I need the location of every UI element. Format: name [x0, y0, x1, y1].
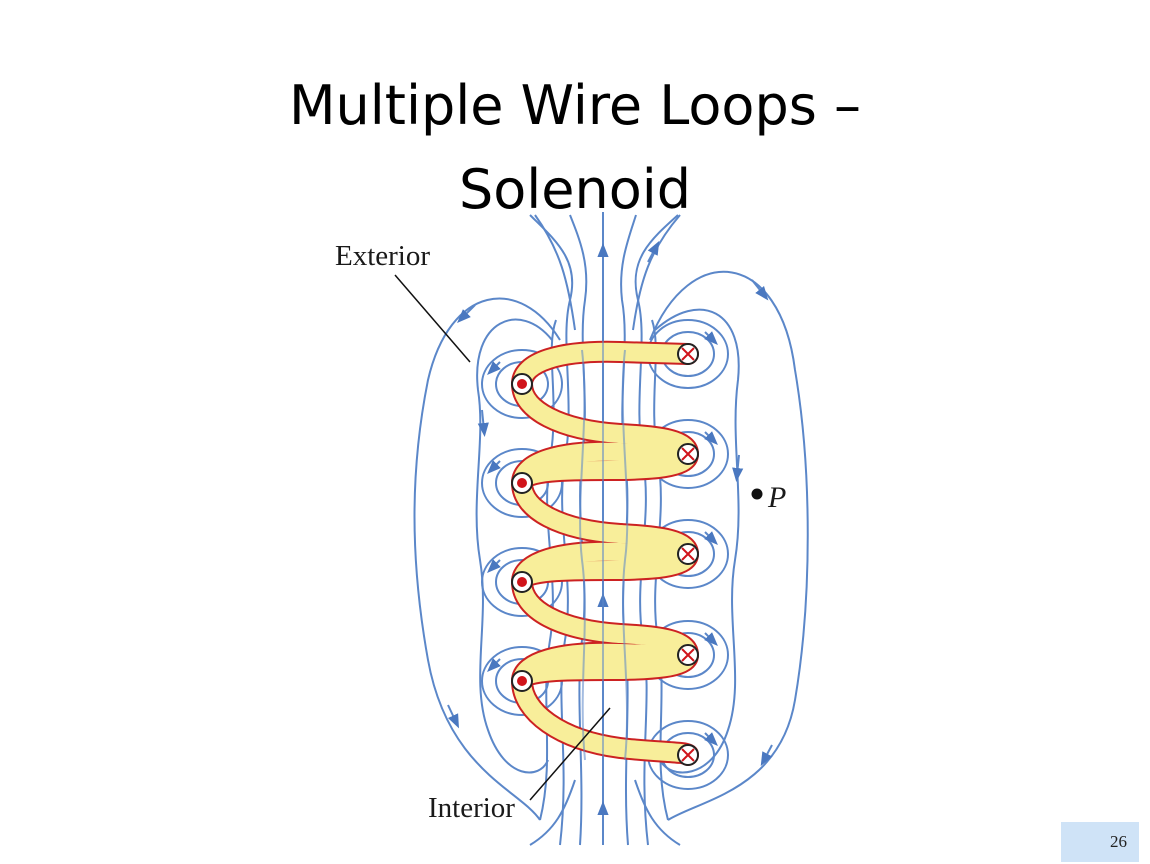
field-line-exterior-right-arrow-top	[751, 279, 769, 301]
field-line-bottom-left	[529, 779, 576, 846]
leader-exterior	[394, 274, 471, 363]
field-line-near-right	[654, 308, 740, 774]
ring-arrow	[704, 431, 718, 445]
current-in-icon	[677, 644, 699, 666]
field-line-bottom-right	[634, 779, 681, 846]
current-out-icon	[511, 472, 533, 494]
ring-arrow	[487, 559, 501, 573]
point-p-marker	[751, 488, 763, 500]
current-out-icon	[511, 670, 533, 692]
leader-interior	[529, 707, 611, 801]
field-line-flare-right	[632, 214, 681, 331]
slide-title: Multiple Wire Loops – Solenoid	[0, 64, 1150, 232]
current-in-icon	[677, 744, 699, 766]
ring-arrow	[487, 658, 501, 672]
current-in-icon	[677, 443, 699, 465]
field-lines-overlay	[579, 340, 629, 761]
field-line-exterior-left-arrow-bottom	[447, 704, 459, 729]
current-out-icon	[511, 373, 533, 395]
label-interior: Interior	[428, 792, 515, 824]
ring-arrow	[704, 732, 718, 746]
field-line-near-right-arrow	[732, 454, 744, 482]
ring-arrow	[704, 531, 718, 545]
field-line-exterior-right-arrow-bottom	[760, 744, 773, 767]
label-exterior: Exterior	[335, 240, 430, 272]
current-out-icon	[511, 571, 533, 593]
title-line-2: Solenoid	[458, 158, 692, 222]
title-line-1: Multiple Wire Loops –	[288, 74, 862, 138]
ring-arrow	[704, 632, 718, 646]
field-line-flare-left	[534, 214, 576, 331]
current-in-icon	[677, 343, 699, 365]
label-point-p: P	[767, 481, 786, 514]
ring-arrow	[704, 331, 718, 345]
field-line-exterior-left	[413, 297, 561, 821]
field-line-exterior-left-arrow-top	[457, 304, 476, 323]
field-line-near-left-arrow	[477, 409, 489, 437]
current-out-symbols	[511, 373, 533, 692]
ring-arrow	[487, 361, 501, 375]
current-in-symbols	[677, 343, 699, 766]
field-line-near-left	[475, 318, 553, 774]
current-in-icon	[677, 543, 699, 565]
ring-arrow	[487, 460, 501, 474]
field-line-exterior-right	[649, 270, 809, 821]
field-line-flare-right-arrow	[647, 240, 660, 263]
slide-number: 26	[1061, 822, 1139, 862]
